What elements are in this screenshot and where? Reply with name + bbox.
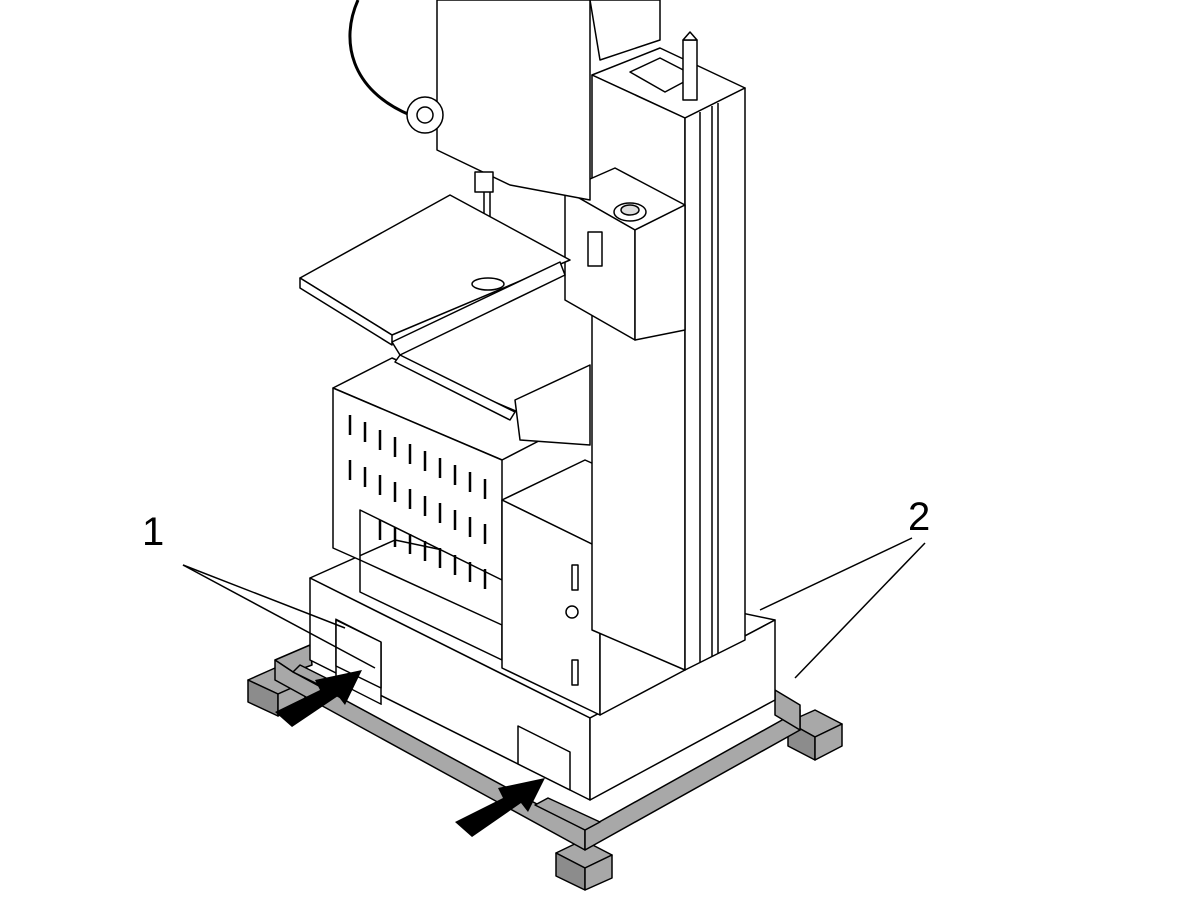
arrow-icon <box>455 778 545 837</box>
upper-frame <box>348 0 661 285</box>
top-handle <box>682 39 698 101</box>
lower-cabinet <box>332 357 561 661</box>
upper-panel <box>436 0 591 201</box>
pallet-foot <box>584 854 613 891</box>
pallet-rail <box>774 689 801 731</box>
table-rail <box>391 261 566 356</box>
ebox-latch <box>571 659 579 686</box>
cable <box>348 0 411 117</box>
callout-1-leader <box>182 564 346 629</box>
blade-guide <box>474 171 494 193</box>
work-table <box>299 194 591 446</box>
table-rail <box>394 354 516 421</box>
push-arrows <box>275 670 545 837</box>
forklift-slot <box>335 619 382 689</box>
control-box <box>564 167 686 341</box>
machine-column <box>591 31 746 671</box>
table-insert <box>471 277 505 291</box>
upper-wheel-cover <box>589 0 661 61</box>
callout-1-label: 1 <box>142 510 164 554</box>
top-handle-tip <box>682 31 698 41</box>
column-side <box>684 87 746 671</box>
table-edge <box>299 277 393 346</box>
control-switch <box>587 231 603 267</box>
callout-2-label: 2 <box>908 495 930 539</box>
column-front <box>591 74 686 671</box>
control-box-side <box>634 204 686 341</box>
callout-2-leader <box>759 537 913 611</box>
ebox-latch <box>571 564 579 591</box>
control-knob-cap <box>620 204 640 216</box>
cabinet-front <box>332 387 503 581</box>
vent-slots <box>348 415 487 589</box>
callout-1-leader <box>182 564 376 669</box>
ebox-lock <box>565 605 579 619</box>
tension-wheel-hub <box>416 106 434 124</box>
table-support <box>514 364 591 446</box>
pallet-rail <box>534 797 601 831</box>
leader-lines <box>182 537 926 679</box>
callout-2-leader <box>794 542 926 679</box>
arrow-icon <box>275 670 362 727</box>
forklift-slot <box>517 725 571 791</box>
table-top <box>299 194 571 336</box>
pallet-foot <box>814 723 843 761</box>
